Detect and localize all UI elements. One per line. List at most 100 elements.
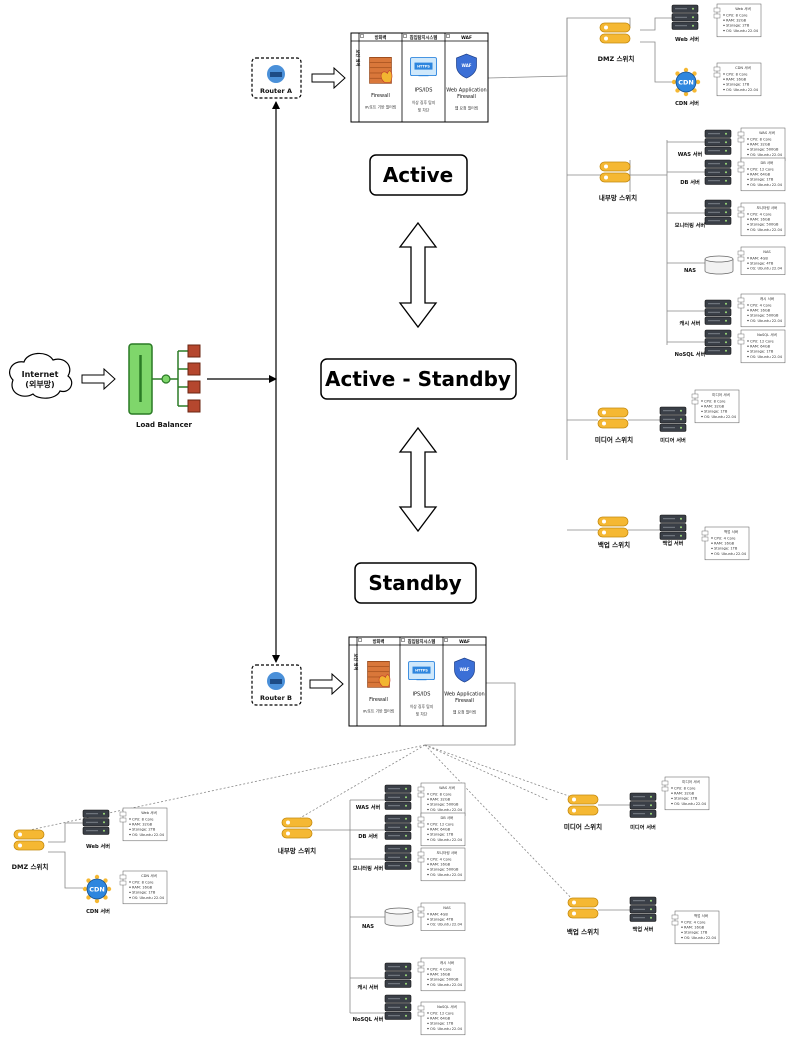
backup-server-top	[659, 514, 687, 540]
spec-item: RAM: 16GB	[430, 973, 451, 977]
standby-state-box: Standby	[354, 562, 477, 604]
media-server-bottom	[629, 792, 657, 818]
waf-shield-icon: WAF	[456, 53, 477, 79]
spec-item: CPU: 4 Core	[430, 967, 452, 971]
ips-label: IPS/IDS	[415, 88, 433, 94]
db-server-bottom-label: DB 서버	[358, 832, 378, 840]
spec-item: RAM: 32GB	[704, 405, 725, 409]
spec-title: 백업 서버	[724, 529, 738, 534]
spec-title: WAS 서버	[759, 130, 775, 135]
svg-text:WAF: WAF	[461, 63, 471, 68]
spec-item: RAM: 16GB	[726, 78, 747, 82]
bottom-cluster-lines	[29, 682, 630, 1014]
backup-server-top-label: 백업 서버	[663, 539, 684, 547]
internal-switch-bottom-label: 내부망 스위치	[278, 846, 316, 855]
nosql-server-top-label: NoSQL 서버	[675, 350, 706, 358]
spec-item: CPU: 8 Core	[726, 72, 748, 76]
spec-item: OS: Ubuntu 22.04	[132, 833, 165, 837]
spec-item: CPU: 8 Core	[750, 137, 772, 141]
cache-server-bottom	[384, 962, 412, 988]
router-a: Router A	[251, 57, 302, 99]
spec-item: OS: Ubuntu 22.04	[750, 267, 783, 271]
firewall-label: Firewall	[371, 93, 390, 99]
spec-title: NAS	[443, 906, 451, 910]
svg-text:WAF: WAF	[459, 667, 469, 672]
spec-title: 모니터링 서버	[437, 850, 458, 855]
security-column-label: 침입탐지시스템	[408, 638, 436, 645]
spec-item: CPU: 8 Core	[726, 13, 748, 17]
waf-label-2: Firewall	[457, 94, 476, 100]
svg-text:CDN: CDN	[89, 886, 105, 894]
svg-text:HTTPS: HTTPS	[417, 65, 430, 69]
web-server-top	[671, 4, 699, 30]
spec-title: NAS	[763, 250, 771, 254]
firewall-desc: IP/포트 기반 필터링	[363, 709, 395, 714]
cache-server-top-label: 캐시 서버	[680, 319, 701, 327]
waf-desc: 웹 요청 필터링	[453, 710, 477, 715]
spec-item: Storage: 500GB	[430, 978, 459, 982]
security-column-label: WAF	[459, 639, 470, 645]
nas-icon-bottom	[384, 907, 414, 927]
ips-label: IPS/IDS	[413, 692, 431, 698]
spec-item: Storage: 2TB	[726, 24, 750, 28]
spec-item: RAM: 4GB	[430, 912, 448, 916]
spec-item: Storage: 500GB	[430, 803, 459, 807]
backup-switch-top-label: 백업 스위치	[598, 540, 630, 549]
spec-item: CPU: 4 Core	[750, 303, 772, 307]
failover-double-arrow-top	[398, 221, 438, 329]
nas-icon-top	[704, 255, 734, 275]
backup-switch-bottom-label: 백업 스위치	[567, 927, 599, 936]
spec-item: OS: Ubuntu 22.04	[430, 1027, 463, 1031]
ips-desc-1: 이상 징후 탐지	[410, 704, 433, 709]
waf-desc: 웹 요청 필터링	[455, 106, 479, 111]
internal-switch-top-label: 내부망 스위치	[599, 193, 637, 202]
spec-item: OS: Ubuntu 22.04	[750, 355, 783, 359]
waf-label-2: Firewall	[455, 698, 474, 704]
spec-item: Storage: 2TB	[132, 828, 156, 832]
svg-text:Router A: Router A	[260, 87, 292, 95]
spec-title: NoSQL 서버	[437, 1004, 457, 1009]
spec-item: CPU: 12 Core	[750, 339, 774, 343]
spec-item: Storage: 500GB	[750, 148, 779, 152]
spec-item: OS: Ubuntu 22.04	[726, 29, 759, 33]
dmz-switch-top-label: DMZ 스위치	[598, 54, 635, 63]
internet-to-lb-arrow	[81, 367, 116, 391]
spec-item: OS: Ubuntu 22.04	[430, 873, 463, 877]
spec-item: OS: Ubuntu 22.04	[714, 552, 747, 556]
spec-item: OS: Ubuntu 22.04	[430, 983, 463, 987]
media-switch-bottom	[567, 794, 599, 816]
monitor-server-bottom	[384, 844, 412, 870]
security-side-label: 보안 영역	[355, 49, 362, 66]
svg-text:Standby: Standby	[368, 571, 461, 595]
spec-item: Storage: 4TB	[750, 262, 774, 266]
spec-item: CPU: 4 Core	[430, 857, 452, 861]
ips-desc-2: 및 차단	[416, 711, 428, 716]
monitor-server-bottom-label: 모니터링 서버	[353, 864, 384, 872]
spec-item: RAM: 32GB	[132, 823, 153, 827]
firewall-icon	[367, 661, 391, 688]
backup-switch-top	[597, 516, 629, 538]
spec-item: Storage: 1TB	[430, 833, 454, 837]
spec-item: OS: Ubuntu 22.04	[750, 319, 783, 323]
spec-item: OS: Ubuntu 22.04	[132, 896, 165, 900]
spec-item: OS: Ubuntu 22.04	[674, 802, 707, 806]
media-switch-bottom-label: 미디어 스위치	[564, 822, 602, 831]
cdn-icon-bottom: CDN	[82, 874, 112, 904]
spec-item: Storage: 1TB	[726, 83, 750, 87]
spec-title: 미디어 서버	[712, 392, 730, 397]
spec-item: OS: Ubuntu 22.04	[750, 183, 783, 187]
spec-item: CPU: 8 Core	[430, 792, 452, 796]
spec-title: Web 서버	[141, 810, 157, 815]
spec-item: RAM: 32GB	[674, 792, 695, 796]
media-server-top-label: 미디어 서버	[660, 436, 686, 444]
